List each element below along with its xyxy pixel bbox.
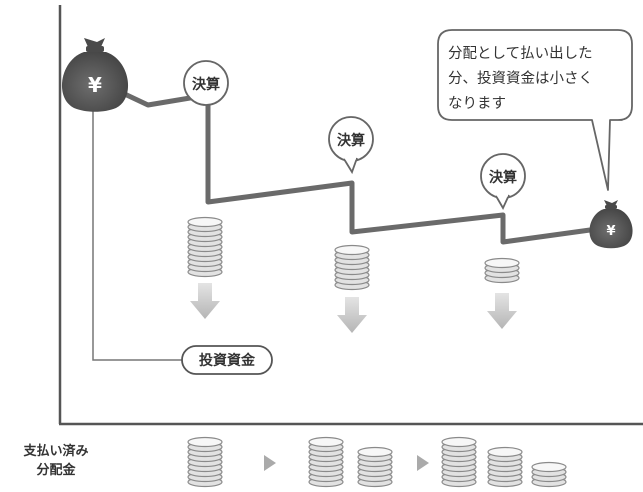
svg-text:¥: ¥ [606,224,615,239]
triangle-separator-1 [264,455,276,471]
coin-stack-3 [484,257,520,284]
callout-text-line3: なります [448,95,506,112]
triangle-separator-2 [417,455,429,471]
settlement-bubble-2: 決算 [328,116,374,175]
callout-bubble: 分配として払い出した 分、投資資金は小さく なります [437,29,633,191]
svg-text:投資資金: 投資資金 [199,352,256,369]
paid-coins-3a [441,436,477,488]
svg-text:決算: 決算 [337,132,365,149]
paid-coins-2b [357,446,393,488]
settlement-bubble-1: 決算 [183,60,229,106]
paid-coins-3c [531,461,567,488]
coin-stack-2 [334,244,370,291]
svg-text:決算: 決算 [192,76,220,93]
principal-bracket [92,90,182,361]
paid-distributions-label-line2: 分配金 [36,462,76,478]
settlement-bubble-3: 決算 [480,153,526,210]
paid-coins-3b [487,446,523,488]
coin-stack-1 [187,216,223,278]
money-bag-large-icon: ¥ [61,38,129,112]
paid-coins-1 [187,436,223,488]
money-bag-small-icon: ¥ [589,200,633,249]
callout-text-line1: 分配として払い出した [448,45,593,62]
principal-line [93,77,591,245]
svg-text:決算: 決算 [489,169,517,186]
down-arrow-2-icon [337,297,367,333]
down-arrow-1-icon [190,283,220,319]
down-arrow-3-icon [487,293,517,329]
investment-principal-label: 投資資金 [181,345,273,375]
callout-text-line2: 分、投資資金は小さく [448,70,593,87]
paid-distributions-label-line1: 支払い済み [22,443,88,459]
paid-coins-2a [308,436,344,488]
svg-text:¥: ¥ [88,73,102,97]
